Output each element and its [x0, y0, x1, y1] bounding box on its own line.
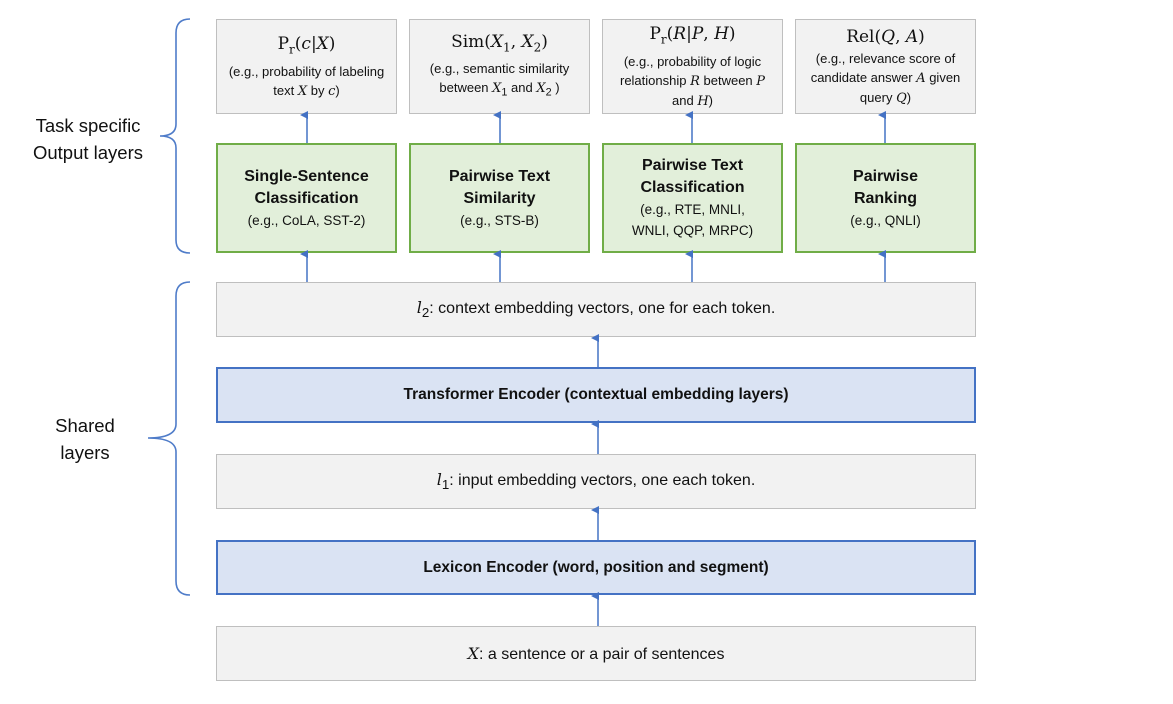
task-pairwise-text-classification: Pairwise Text Classification (e.g., RTE,…: [602, 143, 783, 253]
output-formula-2: Sim(X1, X2): [451, 32, 548, 55]
task-examples-3: (e.g., RTE, MNLI, WNLI, QQP, MRPC): [631, 202, 754, 238]
task-specific-line-2: Output layers: [32, 142, 144, 163]
task-title-2: Pairwise Text Similarity: [448, 167, 551, 207]
layer-l2-label: l2: context embedding vectors, one for e…: [416, 298, 776, 321]
layer-l1-label: l1: input embedding vectors, one each to…: [436, 470, 756, 493]
layer-input-symbol: X: [467, 643, 479, 663]
output-box-ranking: Rel(Q, A) (e.g., relevance score of cand…: [795, 19, 976, 114]
output-description-4: (e.g., relevance score of candidate answ…: [810, 51, 961, 106]
shared-line-2: layers: [60, 442, 110, 463]
task-examples-4: (e.g., QNLI): [850, 212, 921, 228]
task-examples-2: (e.g., STS-B): [460, 212, 539, 228]
output-formula-4: Rel(Q, A): [846, 27, 925, 47]
brace-task-specific: [159, 18, 191, 254]
layer-input-label: X: a sentence or a pair of sentences: [468, 644, 725, 664]
output-description-2: (e.g., semantic similarity between X1 an…: [429, 61, 570, 99]
output-box-text-classification: Pr(R|P, H) (e.g., probability of logic r…: [602, 19, 783, 114]
task-title-1: Single-Sentence Classification: [244, 167, 369, 207]
layer-lexicon-label: Lexicon Encoder (word, position and segm…: [423, 558, 769, 576]
output-description-3: (e.g., probability of logic relationship…: [619, 53, 766, 109]
task-title-3: Pairwise Text Classification: [640, 157, 745, 196]
layer-l2-context-embeddings: l2: context embedding vectors, one for e…: [216, 282, 976, 337]
layer-input-sentence: X: a sentence or a pair of sentences: [216, 626, 976, 681]
layer-l1-text: : input embedding vectors, one each toke…: [449, 472, 756, 490]
output-box-classification: Pr(c|X) (e.g., probability of labeling t…: [216, 19, 397, 114]
task-specific-output-layers-label: Task specific Output layers: [18, 112, 158, 166]
layer-lexicon-encoder: Lexicon Encoder (word, position and segm…: [216, 540, 976, 595]
task-examples-1: (e.g., CoLA, SST-2): [247, 212, 366, 228]
task-single-sentence-classification: Single-Sentence Classification (e.g., Co…: [216, 143, 397, 253]
brace-shared: [147, 281, 191, 596]
task-pairwise-ranking: Pairwise Ranking (e.g., QNLI): [795, 143, 976, 253]
task-pairwise-text-similarity: Pairwise Text Similarity (e.g., STS-B): [409, 143, 590, 253]
layer-l2-text: : context embedding vectors, one for eac…: [429, 300, 776, 318]
task-title-4: Pairwise Ranking: [853, 167, 918, 207]
layer-input-text: : a sentence or a pair of sentences: [478, 645, 725, 663]
output-description-1: (e.g., probability of labeling text X by…: [228, 63, 385, 99]
shared-layers-label: Shared layers: [40, 412, 130, 466]
output-formula-3: Pr(R|P, H): [649, 24, 736, 47]
task-specific-line-1: Task specific: [35, 115, 141, 136]
output-formula-1: Pr(c|X): [277, 34, 336, 57]
shared-line-1: Shared: [55, 415, 115, 436]
layer-transformer-label: Transformer Encoder (contextual embeddin…: [403, 386, 789, 403]
